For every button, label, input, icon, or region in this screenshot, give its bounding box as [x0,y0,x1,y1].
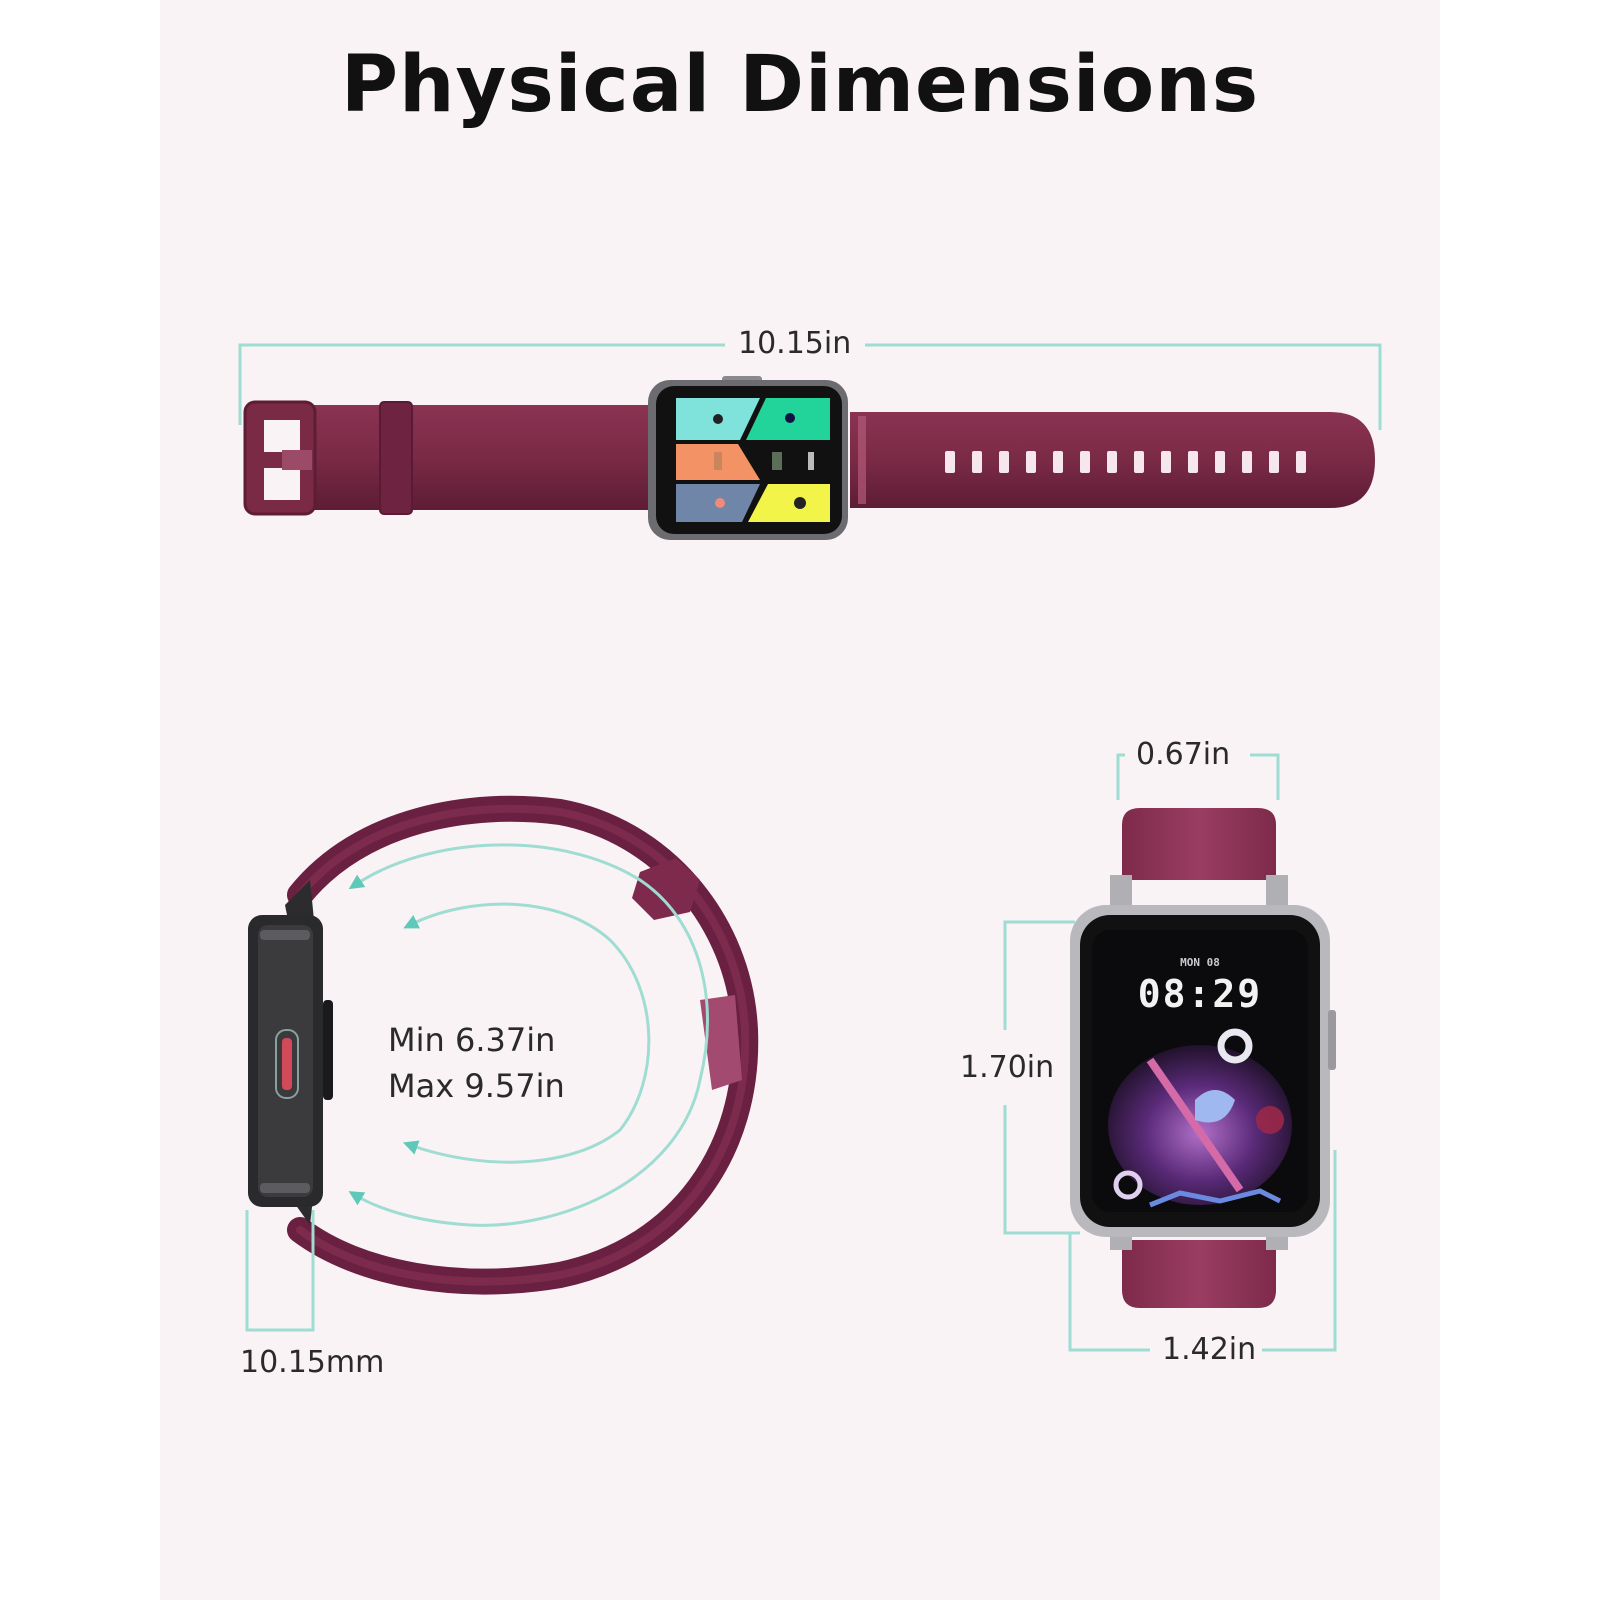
width-label: 1.42in [1156,1332,1263,1367]
fit-range-arrows [348,843,709,1227]
thickness-dimension-line [245,1210,315,1332]
strap-keeper [632,858,700,920]
thickness-label: 10.15mm [240,1345,385,1380]
strap-holes [945,451,1306,473]
fit-min-label: Min 6.37in [388,1021,556,1059]
watch-face-artwork [1108,1045,1292,1205]
front-strap-top [1122,808,1276,880]
strap-buckle-side [245,405,665,510]
length-label: 10.15in [732,326,858,361]
height-label: 1.70in [954,1050,1061,1085]
fit-max-label: Max 9.57in [388,1067,565,1105]
screen-time: 08:29 [1137,972,1263,1016]
front-watch-view [1003,753,1337,1352]
page-title: Physical Dimensions [340,40,1260,130]
strap-width-dimension-line [1116,753,1280,800]
side-watch-view [245,795,759,1332]
width-dimension-line [1068,1150,1337,1352]
app-grid-screen [676,398,830,522]
keeper-loop [379,401,413,515]
length-dimension-line [238,343,1382,430]
side-button [323,1000,333,1100]
front-strap-bottom [1122,1240,1276,1308]
height-dimension-line [1003,920,1080,1235]
strap-tip [700,995,742,1090]
strap-width-label: 0.67in [1130,737,1237,772]
crown-side-button [1328,1010,1336,1070]
screen-date: MON 08 [1180,956,1220,969]
flat-watch-view [238,343,1382,540]
